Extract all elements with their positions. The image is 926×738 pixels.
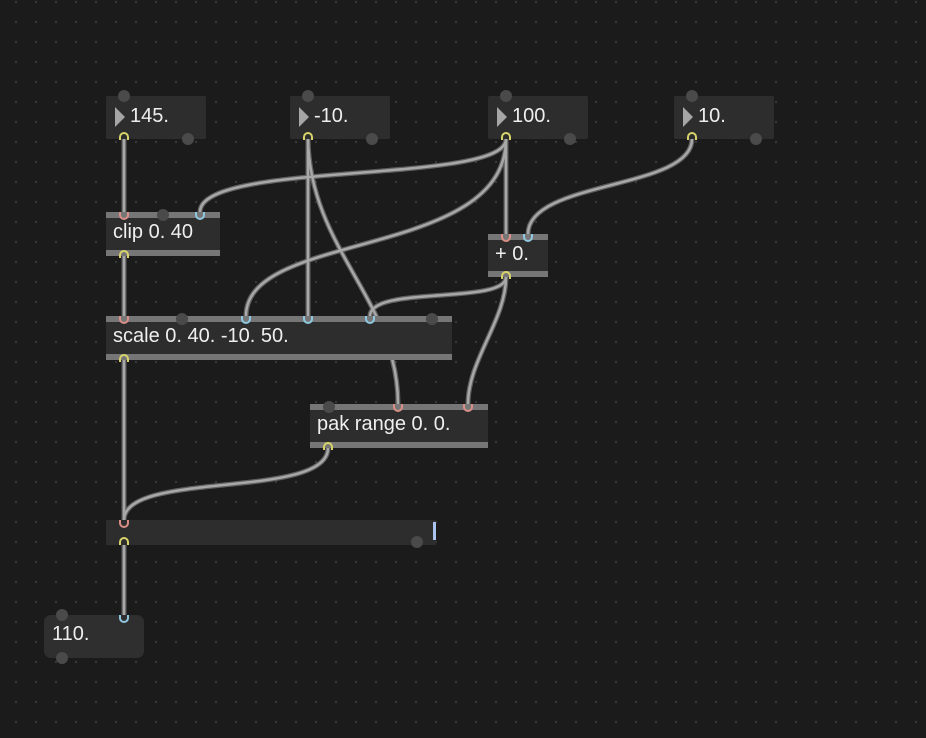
slider-handle[interactable]	[433, 522, 436, 540]
outlet-port[interactable]	[501, 132, 511, 140]
outlet-port[interactable]	[119, 250, 129, 258]
plus-object[interactable]: + 0.	[488, 234, 548, 279]
outlet-port[interactable]	[501, 271, 511, 279]
inlet-dot	[323, 401, 335, 413]
outlet-port[interactable]	[687, 132, 697, 140]
inlet-dot	[426, 313, 438, 325]
cord-100-to-scale-in3	[243, 136, 509, 319]
message-text: 110.	[52, 623, 90, 645]
number-value: 10.	[698, 105, 726, 127]
inlet-dot	[302, 90, 314, 102]
inlet-right[interactable]	[523, 234, 533, 242]
cord-100-to-clip-right	[197, 136, 509, 215]
inlet-dot	[500, 90, 512, 102]
triangle-icon	[497, 107, 507, 127]
outlet-dot	[366, 133, 378, 145]
inlet-left[interactable]	[501, 234, 511, 242]
cord-neg10-to-pak-left	[305, 136, 401, 407]
inlet-5[interactable]	[365, 316, 375, 324]
inlet-dot	[56, 609, 68, 621]
range-slider[interactable]	[106, 520, 436, 548]
number-box-100[interactable]: 100.	[488, 90, 588, 145]
cord-plus-to-scale-in5	[367, 274, 509, 319]
inlet-3[interactable]	[241, 316, 251, 324]
object-text: clip 0. 40	[113, 221, 194, 243]
scale-object[interactable]: scale 0. 40. -10. 50.	[106, 313, 452, 362]
message-box-output[interactable]: 110.	[44, 609, 144, 664]
inlet-right[interactable]	[119, 615, 129, 623]
inlet-left[interactable]	[393, 404, 403, 412]
number-value: -10.	[314, 105, 349, 127]
clip-object[interactable]: clip 0. 40	[106, 209, 220, 258]
number-value: 100.	[512, 105, 551, 127]
object-text: scale 0. 40. -10. 50.	[113, 325, 289, 347]
cord-10-to-plus-right	[525, 136, 695, 237]
pak-object[interactable]: pak range 0. 0.	[310, 401, 488, 450]
outlet-dot	[750, 133, 762, 145]
outlet-port[interactable]	[119, 132, 129, 140]
outlet-dot	[411, 536, 423, 548]
outlet-port[interactable]	[119, 537, 129, 545]
outlet-dot	[56, 652, 68, 664]
inlet-dot	[157, 209, 169, 221]
object-text: pak range 0. 0.	[317, 413, 451, 435]
inlet-dot	[176, 313, 188, 325]
outlet-port[interactable]	[323, 442, 333, 450]
cord-pak-to-slider	[121, 445, 331, 523]
outlet-dot	[564, 133, 576, 145]
number-box-10[interactable]: 10.	[674, 90, 774, 145]
inlet-left[interactable]	[119, 212, 129, 220]
inlet-right[interactable]	[195, 212, 205, 220]
inlet-dot	[118, 90, 130, 102]
triangle-icon	[115, 107, 125, 127]
inlet-right[interactable]	[463, 404, 473, 412]
triangle-icon	[299, 107, 309, 127]
number-value: 145.	[130, 105, 169, 127]
inlet-1[interactable]	[119, 316, 129, 324]
inlet-dot	[686, 90, 698, 102]
inlet-left[interactable]	[119, 520, 129, 528]
outlet-dot	[182, 133, 194, 145]
inlet-4[interactable]	[303, 316, 313, 324]
number-box-145[interactable]: 145.	[106, 90, 206, 145]
outlet-port[interactable]	[119, 354, 129, 362]
object-text: + 0.	[495, 243, 529, 265]
triangle-icon	[683, 107, 693, 127]
outlet-port[interactable]	[303, 132, 313, 140]
cord-plus-to-pak-right	[465, 274, 509, 407]
number-box-neg10[interactable]: -10.	[290, 90, 390, 145]
